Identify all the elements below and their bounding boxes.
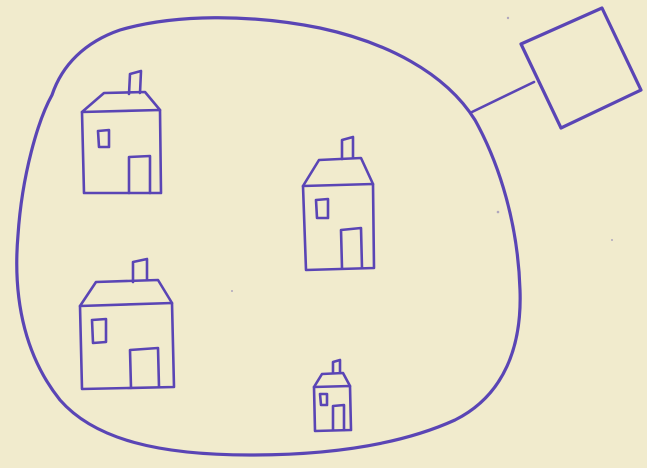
paper-background <box>0 0 647 468</box>
sketch-drawing <box>0 0 647 468</box>
